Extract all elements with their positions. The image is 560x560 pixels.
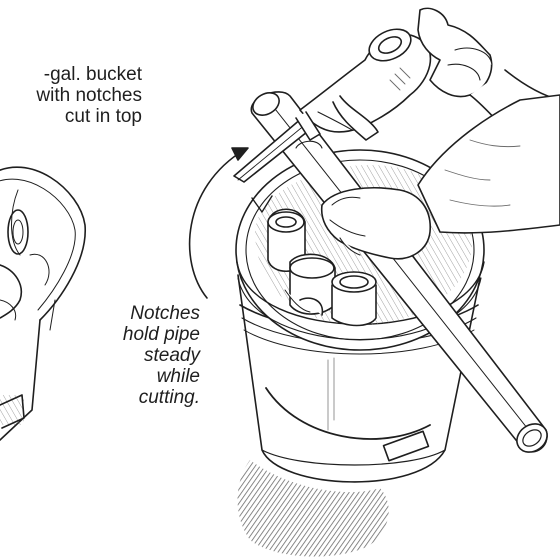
reciprocating-saw — [233, 28, 432, 183]
notches-label-line-1: Notches — [130, 303, 200, 324]
arrowhead — [231, 147, 249, 161]
notches-label-line-5: cutting. — [138, 387, 200, 408]
notches-label-line-2: hold pipe — [122, 324, 200, 345]
bucket-label-line-1: -gal. bucket — [43, 64, 142, 85]
notches-label-line-3: steady — [144, 345, 200, 366]
left-bucket-side — [0, 319, 41, 441]
left-bucket-fitting — [7, 209, 29, 255]
bucket-handle — [265, 387, 431, 440]
notches-label-line-4: while — [156, 366, 200, 387]
callout-arrow — [188, 147, 249, 299]
pipe — [250, 91, 548, 453]
bucket-embossing — [327, 357, 335, 431]
pipe-fittings — [267, 208, 377, 327]
bucket-label: -gal. bucket with notches cut in top — [36, 64, 142, 127]
sleeve — [417, 94, 560, 234]
bucket-label-line-3: cut in top — [64, 106, 142, 127]
ground-shadow — [237, 460, 389, 557]
notches-label: Notches hold pipe steady while cutting. — [123, 303, 200, 408]
lower-hand — [320, 94, 560, 260]
bucket-label-line-2: with notches — [36, 85, 142, 106]
left-bucket — [0, 166, 86, 441]
rim-notch — [251, 195, 273, 213]
left-bucket-rim — [0, 166, 86, 321]
